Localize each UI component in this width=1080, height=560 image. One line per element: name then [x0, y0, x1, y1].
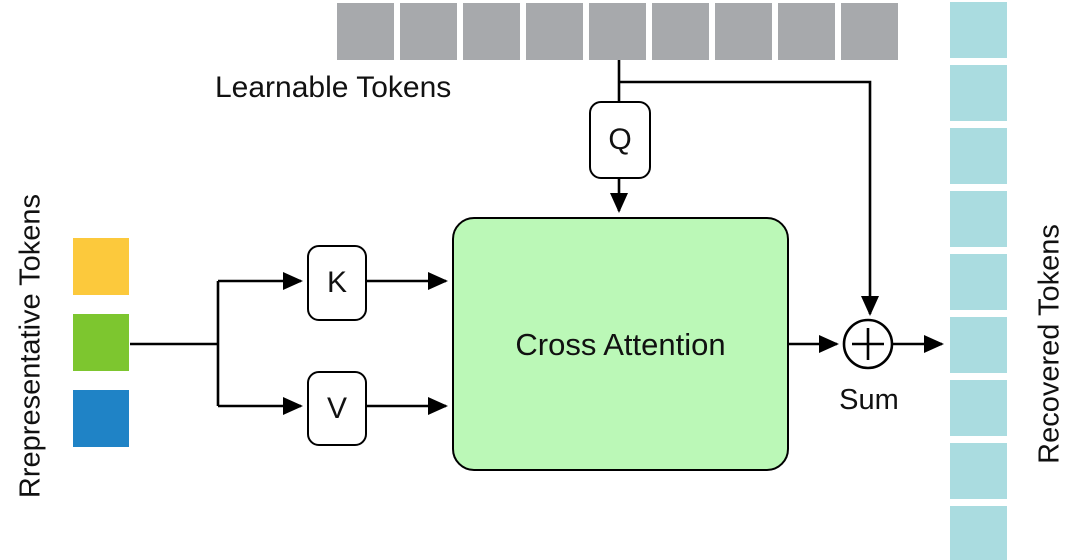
recovered-token-column	[950, 2, 1007, 560]
connector-learnable-to-sum	[619, 80, 879, 316]
connector-representative-trunk	[130, 281, 220, 406]
learnable-token-row	[337, 3, 898, 60]
k-box: K	[307, 245, 367, 321]
representative-token	[73, 314, 129, 371]
recovered-token	[950, 443, 1007, 499]
learnable-token	[589, 3, 646, 60]
v-box: V	[307, 371, 367, 446]
learnable-tokens-label: Learnable Tokens	[215, 71, 452, 104]
recovered-token	[950, 317, 1007, 373]
q-box: Q	[589, 101, 651, 179]
recovered-token	[950, 506, 1007, 560]
learnable-token	[715, 3, 772, 60]
learnable-token	[400, 3, 457, 60]
learnable-token	[337, 3, 394, 60]
recovered-token	[950, 65, 1007, 121]
learnable-token	[841, 3, 898, 60]
representative-token-column	[73, 238, 129, 447]
sum-node	[842, 318, 894, 370]
recovered-token	[950, 191, 1007, 247]
learnable-token	[463, 3, 520, 60]
recovered-token	[950, 128, 1007, 184]
representative-token	[73, 238, 129, 295]
learnable-token	[778, 3, 835, 60]
learnable-token	[526, 3, 583, 60]
cross-attention-box: Cross Attention	[452, 217, 789, 471]
representative-token	[73, 390, 129, 447]
recovered-token	[950, 2, 1007, 58]
learnable-token	[652, 3, 709, 60]
recovered-token	[950, 380, 1007, 436]
recovered-token	[950, 254, 1007, 310]
sum-label: Sum	[839, 384, 899, 416]
